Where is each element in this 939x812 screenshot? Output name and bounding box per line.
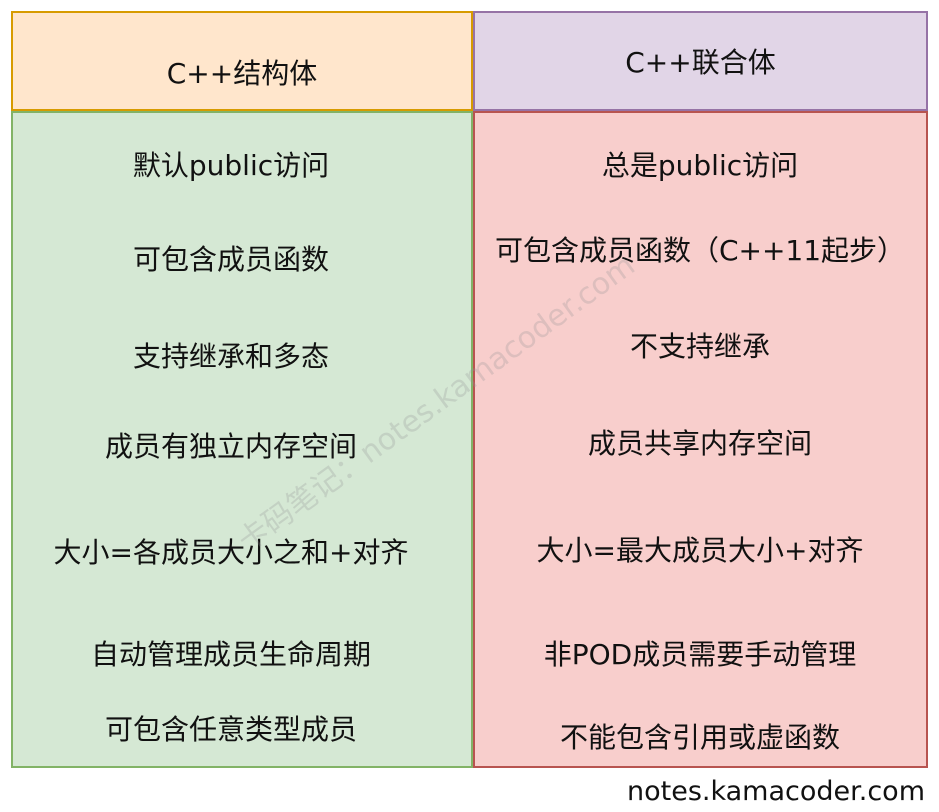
struct-header-label: C++结构体 — [166, 57, 318, 90]
union-feature-4: 成员共享内存空间 — [587, 427, 813, 460]
union-feature-1: 总是public访问 — [601, 149, 799, 182]
struct-feature-3: 支持继承和多态 — [132, 340, 330, 373]
struct-column-body — [11, 111, 473, 768]
union-column-body — [473, 111, 928, 768]
struct-feature-2: 可包含成员函数 — [132, 243, 330, 276]
footer-site-url: notes.kamacoder.com — [626, 776, 925, 807]
union-feature-7: 不能包含引用或虚函数 — [559, 721, 841, 754]
union-header-label: C++联合体 — [625, 46, 776, 79]
union-feature-6: 非POD成员需要手动管理 — [543, 638, 857, 671]
struct-feature-5: 大小=各成员大小之和+对齐 — [53, 536, 409, 569]
union-feature-5: 大小=最大成员大小+对齐 — [536, 534, 864, 567]
union-feature-2: 可包含成员函数（C++11起步） — [494, 234, 906, 267]
struct-feature-4: 成员有独立内存空间 — [104, 430, 358, 463]
struct-feature-7: 可包含任意类型成员 — [104, 713, 358, 746]
struct-feature-6: 自动管理成员生命周期 — [90, 638, 372, 671]
struct-header-cell: C++结构体 — [11, 11, 473, 111]
union-header-cell: C++联合体 — [473, 11, 928, 111]
struct-feature-1: 默认public访问 — [132, 149, 330, 182]
union-feature-3: 不支持继承 — [629, 330, 771, 363]
